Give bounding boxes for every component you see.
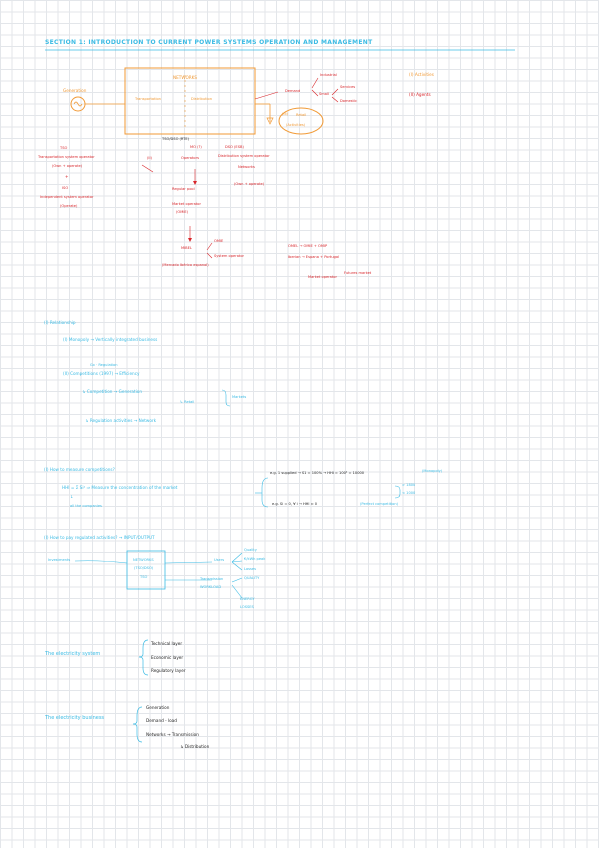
- dso-label: DSO (ESB): [225, 145, 244, 149]
- retail-number: (III): [282, 112, 288, 116]
- range-1800: > 1800: [402, 483, 416, 487]
- pay-title: (I) How to pay regulated activities? → I…: [44, 535, 155, 540]
- omel-line1: OMEL → OMIE + OMIP: [288, 244, 328, 248]
- mibel-sub: (Mercado Ibérico espanol): [162, 263, 209, 267]
- domestic-label: Domestic: [340, 99, 357, 103]
- distribution-label: Distribution: [191, 97, 212, 101]
- retail-label: Retail: [296, 113, 307, 117]
- dso-desc: Distribution system operator: [218, 154, 270, 158]
- quality-label: Quality: [244, 548, 257, 552]
- networks-red: Networks: [238, 165, 255, 169]
- measure-title: (I) How to measure competitions?: [44, 467, 115, 472]
- pool-label: Regular pool: [172, 187, 195, 191]
- demand-label: Demand: [285, 89, 301, 93]
- market-op2-label: Market operator: [308, 275, 337, 279]
- losses-label: Losses: [244, 567, 256, 571]
- mibel-label: MIBEL: [181, 246, 192, 250]
- companies-label: all the companies: [70, 504, 102, 508]
- monopoly-note: (Monopoly): [422, 469, 443, 473]
- business-item-distribution: ↳ Distribution: [180, 744, 210, 749]
- tso-desc: Transportation system operator: [38, 155, 95, 159]
- mo-label: MO (?): [190, 145, 202, 149]
- legend-agents: (II) Agents: [409, 92, 431, 97]
- iso-sub: (Operate): [60, 204, 78, 208]
- page-title: SECTION 1: INTRODUCTION TO CURRENT POWER…: [45, 39, 373, 46]
- losses2-label: LOSSES: [240, 605, 254, 609]
- competition-line: (II) Competitions (1997) → Efficiency: [63, 371, 140, 376]
- box-line1: NETWORKS: [133, 558, 154, 562]
- iso-label: ISO: [62, 186, 69, 190]
- generation-label: Generation: [63, 88, 87, 93]
- eg1-line: e.g. 1 supplied → S1 = 100% → HHI = 100²…: [270, 471, 365, 475]
- transportation-label: Transportation: [135, 97, 161, 101]
- investments-label: Investments: [48, 558, 71, 562]
- range-1000: < 1000: [402, 491, 416, 495]
- electricity-business-label: The electricity business: [45, 715, 105, 721]
- tso-sub: (Own + operate): [52, 164, 83, 168]
- omie2-label: OMIE: [214, 239, 224, 243]
- business-item-demand: Demand - load: [146, 718, 177, 723]
- system-item-economic: Economic layer: [151, 655, 184, 660]
- users-label: Users: [214, 558, 225, 562]
- monopoly-line: (I) Monopoly → Vertically integrated bus…: [63, 337, 158, 342]
- mo-num: (II): [147, 156, 152, 160]
- workload-label: WORKLOAD: [200, 585, 222, 589]
- networks-label: NETWORKS: [173, 75, 198, 80]
- box-line3: TSO: [140, 575, 148, 579]
- hhi-line: HHI = Σ Si² ⇒ Measure the concentration …: [62, 485, 178, 490]
- relationship-title: (I) Relationship: [44, 320, 76, 325]
- box-line2: (TSO/DSO): [134, 566, 154, 570]
- transmission-ws-label: Transmission: [200, 577, 224, 581]
- energy-label: ENERGY: [240, 597, 255, 601]
- mo-desc: Operators: [181, 156, 199, 160]
- retail-sub: (Activities): [286, 123, 306, 127]
- business-item-networks: Networks → Transmission: [146, 732, 199, 737]
- perfect-note: (Perfect competition): [360, 502, 398, 506]
- electricity-system-label: The electricity system: [45, 651, 101, 657]
- system-op-label: System operator: [214, 254, 244, 258]
- business-item-generation: Generation: [146, 705, 170, 710]
- tso-label: TSO: [60, 146, 68, 150]
- regulation-line: ↳ Regulation activities → Network: [85, 418, 157, 423]
- plus-label: +: [65, 174, 69, 179]
- dso-sub: (Own + operate): [234, 182, 265, 186]
- gen-regulation-label: Gx · Regulation: [90, 363, 118, 367]
- quality2-label: QUALITY: [244, 576, 260, 580]
- system-item-regulatory: Regulatory layer: [151, 668, 186, 673]
- small-label: Small: [319, 92, 329, 96]
- hhi-arrow: ↓: [70, 494, 74, 499]
- futures-label: Futures market: [344, 271, 372, 275]
- system-item-technical: Technical layer: [151, 641, 183, 646]
- omel-line2: Iberian → Espana + Portugal: [288, 255, 340, 259]
- eg2-line: e.g. Si = 0, ∀ i → HHI ≈ 0: [272, 502, 318, 506]
- per-kwh-label: €/kWh peak: [244, 557, 266, 561]
- services-label: Services: [340, 85, 356, 89]
- retail-sub-line: ↳ Retail: [180, 400, 195, 404]
- tso-dso-label: TSO/DSO (RTE): [162, 137, 190, 141]
- market-op-label: Market operator: [172, 202, 201, 206]
- markets-label: Markets: [232, 395, 247, 399]
- legend-activities: (I) Activities: [409, 72, 434, 77]
- iso-desc: Independent system operator: [40, 195, 94, 199]
- industrial-label: Industrial: [320, 73, 337, 77]
- competition-sub: ↳ Competition → Generation: [82, 389, 142, 394]
- omie-label: (OMIE): [176, 210, 189, 214]
